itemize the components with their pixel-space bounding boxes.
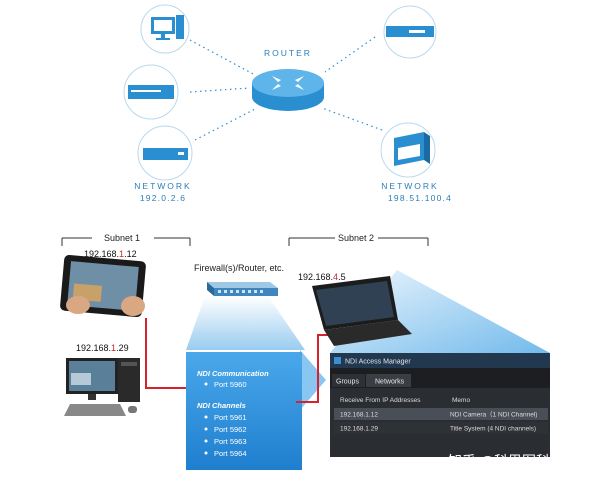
rack-device-icon-left	[123, 64, 179, 120]
row-ip: 192.168.1.12	[340, 412, 378, 419]
tab-networks-label: Networks	[375, 379, 405, 386]
ndi-channel-port-list: Port 5961 Port 5962 Port 5963 Port 5964	[204, 413, 247, 458]
left-network-label: NETWORK	[134, 181, 191, 191]
right-network-address: 198.51.100.4	[388, 193, 452, 203]
access-manager-title: NDI Access Manager	[345, 359, 411, 366]
laptop-device	[312, 276, 412, 346]
router-box-icon-left	[137, 125, 193, 181]
firewall-beam	[186, 296, 305, 350]
tablet-device	[60, 254, 146, 318]
router-icon	[252, 69, 324, 111]
router-links	[189, 36, 383, 141]
row-memo: NDI Camera（1 NDI Channel)	[450, 411, 537, 419]
tab-groups[interactable]	[332, 374, 365, 387]
column-memo: Memo	[452, 397, 470, 404]
ndi-communication-port-list: Port 5960	[204, 380, 247, 389]
access-manager-window: NDI Access Manager Groups Networks Recei…	[330, 353, 550, 457]
table-row[interactable]	[334, 422, 548, 434]
column-receive-from: Receive From IP Addresses	[340, 397, 421, 404]
ndi-channels-title: NDI Channels	[197, 401, 246, 410]
rack-device-icon-right	[383, 5, 437, 59]
ndi-communication-title: NDI Communication	[197, 369, 269, 378]
row-ip: 192.168.1.29	[340, 426, 378, 433]
tab-groups-label: Groups	[336, 379, 359, 386]
ndi-ports-panel	[186, 352, 302, 470]
left-network-address: 192.0.2.6	[140, 193, 186, 203]
panel-arrow	[300, 350, 326, 410]
ndi-channel-port: Port 5962	[214, 425, 247, 434]
router-label: ROUTER	[264, 48, 312, 58]
subnet1-bracket	[61, 237, 191, 246]
desktop-pc-device	[64, 358, 140, 416]
tab-networks[interactable]	[366, 374, 411, 387]
monitor-device-icon	[140, 4, 190, 54]
right-network-label: NETWORK	[381, 181, 438, 191]
watermark: 知乎 @科思图科技	[448, 453, 564, 469]
table-row[interactable]	[334, 408, 548, 420]
ndi-channel-port: Port 5963	[214, 437, 247, 446]
firewall-label: Firewall(s)/Router, etc.	[194, 263, 284, 273]
pc-ip: 192.168.1.29	[76, 343, 129, 353]
server-device-icon-right	[380, 122, 436, 178]
ndi-communication-port: Port 5960	[214, 380, 247, 389]
access-manager-titlebar	[330, 353, 550, 368]
ndi-channel-port: Port 5964	[214, 449, 247, 458]
ndi-logo-icon	[334, 357, 341, 364]
row-memo: Title System (4 NDI channels)	[450, 426, 536, 433]
subnet2-label: Subnet 2	[338, 233, 374, 243]
red-links	[145, 318, 330, 403]
subnet2-bracket	[288, 237, 429, 246]
firewall-switch-icon	[207, 282, 278, 296]
laptop-ip: 192.168.4.5	[298, 272, 346, 282]
tablet-ip: 192.168.1.12	[84, 249, 137, 259]
ndi-channel-port: Port 5961	[214, 413, 247, 422]
subnet1-label: Subnet 1	[104, 233, 140, 243]
